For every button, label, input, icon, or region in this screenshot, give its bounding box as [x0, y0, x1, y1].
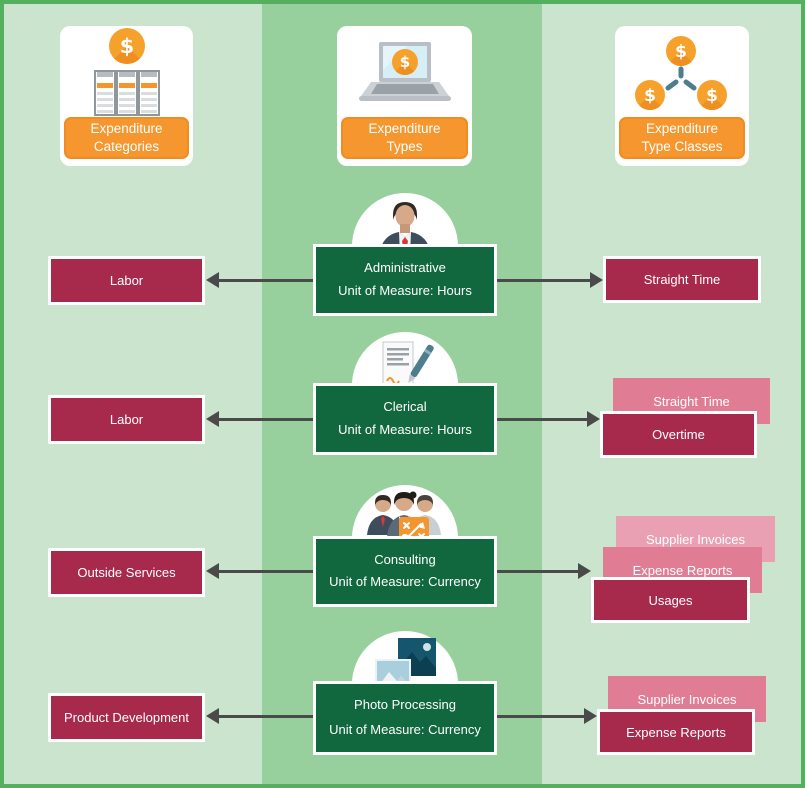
header-card-expenditure-types: Expenditure Types	[337, 26, 472, 166]
class-box-straight-time: Straight Time	[603, 256, 761, 303]
header-card-expenditure-type-classes: Expenditure Type Classes	[615, 26, 749, 166]
category-box-labor: Labor	[48, 395, 205, 444]
class-box-usages: Usages	[591, 577, 750, 623]
header-label: Expenditure Types	[341, 117, 468, 159]
laptop-coin-icon	[358, 42, 451, 101]
category-box-labor: Labor	[48, 256, 205, 305]
type-unit: Unit of Measure: Currency	[329, 722, 481, 737]
type-unit: Unit of Measure: Hours	[338, 422, 472, 437]
coin-network-icon	[635, 36, 727, 110]
type-box-consulting: Consulting Unit of Measure: Currency	[313, 536, 497, 607]
type-box-administrative: Administrative Unit of Measure: Hours	[313, 244, 497, 316]
class-box-expense-reports: Expense Reports	[597, 709, 755, 755]
class-arrow	[497, 708, 597, 724]
class-box-overtime: Overtime	[600, 411, 757, 458]
class-arrow	[497, 563, 591, 579]
category-arrow	[206, 708, 313, 724]
header-card-expenditure-categories: Expenditure Categories	[60, 26, 193, 166]
category-arrow	[206, 563, 313, 579]
category-arrow	[206, 411, 313, 427]
category-box-product-development: Product Development	[48, 693, 205, 742]
consulting-team-icon	[367, 491, 441, 545]
header-label: Expenditure Categories	[64, 117, 189, 159]
type-box-photo-processing: Photo Processing Unit of Measure: Curren…	[313, 681, 497, 755]
category-box-outside-services: Outside Services	[48, 548, 205, 597]
header-label: Expenditure Type Classes	[619, 117, 745, 159]
type-name: Consulting	[374, 552, 436, 567]
type-name: Clerical	[383, 399, 427, 414]
type-unit: Unit of Measure: Hours	[338, 283, 472, 298]
dollar-coin-icon	[108, 28, 145, 64]
type-unit: Unit of Measure: Currency	[329, 574, 481, 589]
class-arrow	[497, 411, 600, 427]
type-name: Administrative	[364, 260, 446, 275]
category-arrow	[206, 272, 313, 288]
class-arrow	[497, 272, 603, 288]
type-box-clerical: Clerical Unit of Measure: Hours	[313, 383, 497, 455]
type-name: Photo Processing	[354, 697, 456, 712]
table-columns-icon	[93, 70, 160, 116]
